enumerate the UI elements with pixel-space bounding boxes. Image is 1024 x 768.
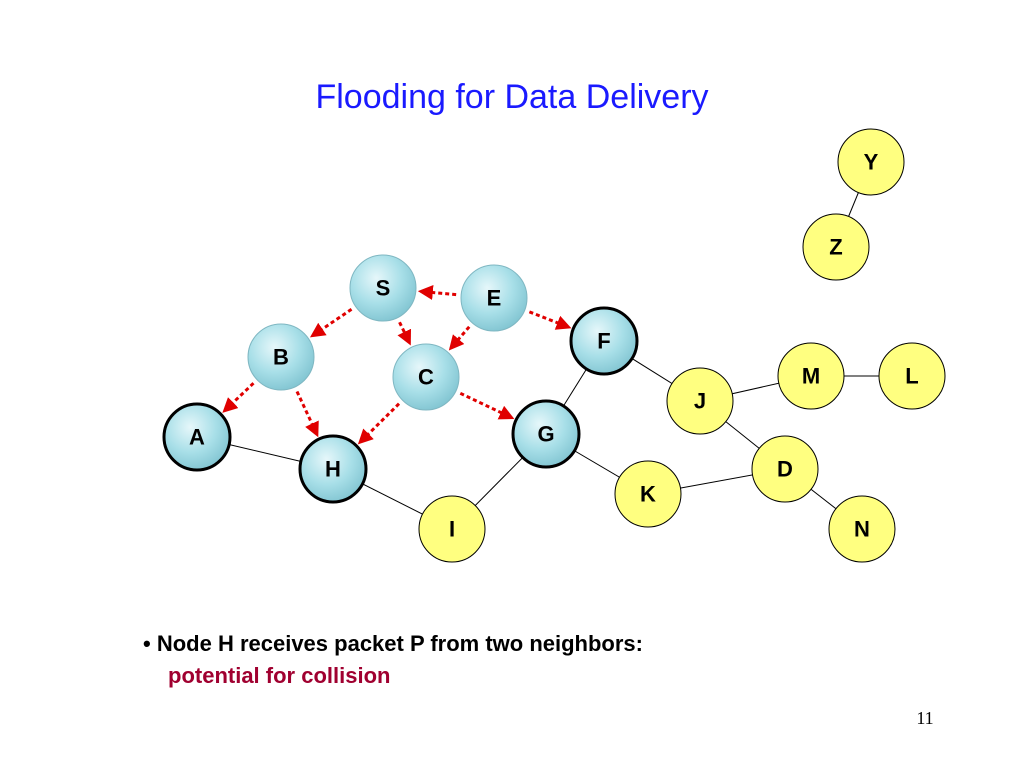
node-label-S: S xyxy=(376,276,391,301)
node-N: N xyxy=(828,495,896,563)
node-label-F: F xyxy=(597,329,610,354)
node-circle-C xyxy=(392,343,460,411)
node-circle-S xyxy=(349,254,417,322)
slide-title: Flooding for Data Delivery xyxy=(315,78,709,116)
node-circle-F xyxy=(569,306,639,376)
node-circle-B xyxy=(247,323,315,391)
node-label-A: A xyxy=(189,425,205,450)
node-circle-L xyxy=(878,342,946,410)
node-circle-Y xyxy=(837,128,905,196)
node-F: F xyxy=(569,306,639,376)
node-circle-J xyxy=(666,367,734,435)
transmission-arrow-C-G xyxy=(459,391,515,420)
node-circle-K xyxy=(614,460,682,528)
transmission-arrow-E-S xyxy=(417,285,457,300)
node-label-J: J xyxy=(694,389,706,414)
node-C: C xyxy=(392,343,460,411)
node-H: H xyxy=(298,434,368,504)
page-number: 11 xyxy=(916,708,934,728)
node-D: D xyxy=(751,435,819,503)
node-label-M: M xyxy=(802,364,820,389)
transmission-arrow-S-C xyxy=(397,321,412,346)
node-B: B xyxy=(247,323,315,391)
node-A: A xyxy=(162,402,232,472)
node-Z: Z xyxy=(802,213,870,281)
node-label-B: B xyxy=(273,345,289,370)
node-circle-A xyxy=(162,402,232,472)
node-M: M xyxy=(777,342,845,410)
node-circle-D xyxy=(751,435,819,503)
node-I: I xyxy=(418,495,486,563)
node-label-H: H xyxy=(325,457,341,482)
node-label-C: C xyxy=(418,365,434,390)
node-circle-M xyxy=(777,342,845,410)
transmission-arrow-C-H xyxy=(357,402,401,445)
node-Y: Y xyxy=(837,128,905,196)
node-circle-I xyxy=(418,495,486,563)
node-S: S xyxy=(349,254,417,322)
node-label-I: I xyxy=(449,517,455,542)
node-circle-Z xyxy=(802,213,870,281)
transmission-arrow-B-A xyxy=(222,382,255,413)
node-E: E xyxy=(460,264,528,332)
node-label-G: G xyxy=(537,422,554,447)
node-circle-E xyxy=(460,264,528,332)
node-L: L xyxy=(878,342,946,410)
bullet-line1: Node H receives packet P from two neighb… xyxy=(156,631,643,656)
node-circle-N xyxy=(828,495,896,563)
transmission-arrow-E-C xyxy=(448,325,471,351)
node-label-Z: Z xyxy=(829,235,842,260)
node-label-E: E xyxy=(487,286,502,311)
node-label-Y: Y xyxy=(864,150,879,175)
node-G: G xyxy=(511,399,581,469)
transmission-arrow-B-H xyxy=(295,390,319,438)
node-K: K xyxy=(614,460,682,528)
node-circle-G xyxy=(511,399,581,469)
node-label-L: L xyxy=(905,364,918,389)
node-J: J xyxy=(666,367,734,435)
bullet-marker: • xyxy=(143,631,151,656)
transmission-arrow-S-B xyxy=(309,308,353,338)
transmission-arrow-E-F xyxy=(528,310,572,330)
node-circle-H xyxy=(298,434,368,504)
bullet-line2: potential for collision xyxy=(168,663,391,688)
node-label-N: N xyxy=(854,517,870,542)
bullet-note: • Node H receives packet P from two neig… xyxy=(143,628,643,692)
node-label-K: K xyxy=(640,482,656,507)
node-label-D: D xyxy=(777,457,793,482)
